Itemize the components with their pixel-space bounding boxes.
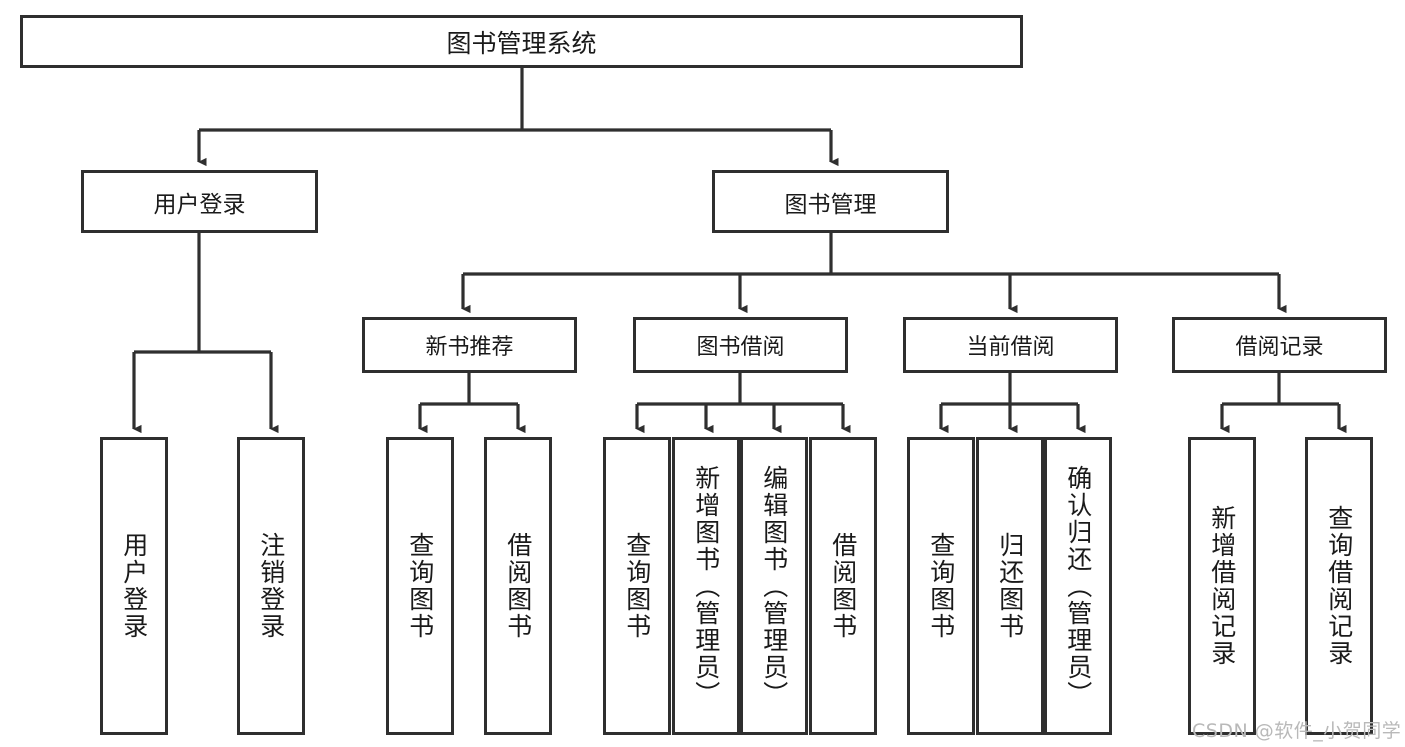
node-current-borrow[interactable]: 当前借阅 bbox=[903, 317, 1118, 373]
leaf-borrow-book-2[interactable]: 借阅图书 bbox=[809, 437, 877, 735]
leaf-add-book[interactable]: 新增图书（管理员） bbox=[672, 437, 740, 735]
leaf-user-login[interactable]: 用户登录 bbox=[100, 437, 168, 735]
node-new-book-rec[interactable]: 新书推荐 bbox=[362, 317, 577, 373]
node-label: 图书管理 bbox=[784, 191, 877, 218]
node-book-borrow[interactable]: 图书借阅 bbox=[633, 317, 848, 373]
leaf-add-record[interactable]: 新增借阅记录 bbox=[1188, 437, 1256, 735]
leaf-label: 借阅图书 bbox=[828, 532, 858, 640]
leaf-query-record[interactable]: 查询借阅记录 bbox=[1305, 437, 1373, 735]
node-label: 用户登录 bbox=[153, 191, 246, 218]
node-label: 图书借阅 bbox=[696, 335, 785, 360]
leaf-confirm-return[interactable]: 确认归还（管理员） bbox=[1044, 437, 1112, 735]
node-label: 图书管理系统 bbox=[446, 28, 597, 58]
csdn-watermark: CSDN @软件_小贺同学 bbox=[1192, 720, 1402, 742]
node-book-manage[interactable]: 图书管理 bbox=[712, 170, 949, 233]
leaf-label: 新增借阅记录 bbox=[1207, 505, 1237, 667]
leaf-edit-book[interactable]: 编辑图书（管理员） bbox=[740, 437, 808, 735]
leaf-label: 查询图书 bbox=[926, 532, 956, 640]
leaf-label: 注销登录 bbox=[256, 532, 286, 640]
node-label: 新书推荐 bbox=[425, 335, 514, 360]
leaf-query-book-1[interactable]: 查询图书 bbox=[386, 437, 454, 735]
leaf-label: 确认归还（管理员） bbox=[1063, 464, 1093, 708]
leaf-label: 归还图书 bbox=[995, 532, 1025, 640]
node-root-system[interactable]: 图书管理系统 bbox=[20, 15, 1023, 68]
leaf-user-logout[interactable]: 注销登录 bbox=[237, 437, 305, 735]
leaf-query-book-2[interactable]: 查询图书 bbox=[603, 437, 671, 735]
node-borrow-record[interactable]: 借阅记录 bbox=[1172, 317, 1387, 373]
leaf-borrow-book-1[interactable]: 借阅图书 bbox=[484, 437, 552, 735]
node-label: 当前借阅 bbox=[966, 335, 1055, 360]
leaf-label: 用户登录 bbox=[119, 532, 149, 640]
leaf-return-book[interactable]: 归还图书 bbox=[976, 437, 1044, 735]
node-user-login[interactable]: 用户登录 bbox=[81, 170, 318, 233]
leaf-query-book-3[interactable]: 查询图书 bbox=[907, 437, 975, 735]
leaf-label: 查询图书 bbox=[405, 532, 435, 640]
leaf-label: 编辑图书（管理员） bbox=[759, 464, 789, 708]
leaf-label: 查询图书 bbox=[622, 532, 652, 640]
leaf-label: 查询借阅记录 bbox=[1324, 505, 1354, 667]
leaf-label: 新增图书（管理员） bbox=[691, 464, 721, 708]
leaf-label: 借阅图书 bbox=[503, 532, 533, 640]
node-label: 借阅记录 bbox=[1235, 335, 1324, 360]
